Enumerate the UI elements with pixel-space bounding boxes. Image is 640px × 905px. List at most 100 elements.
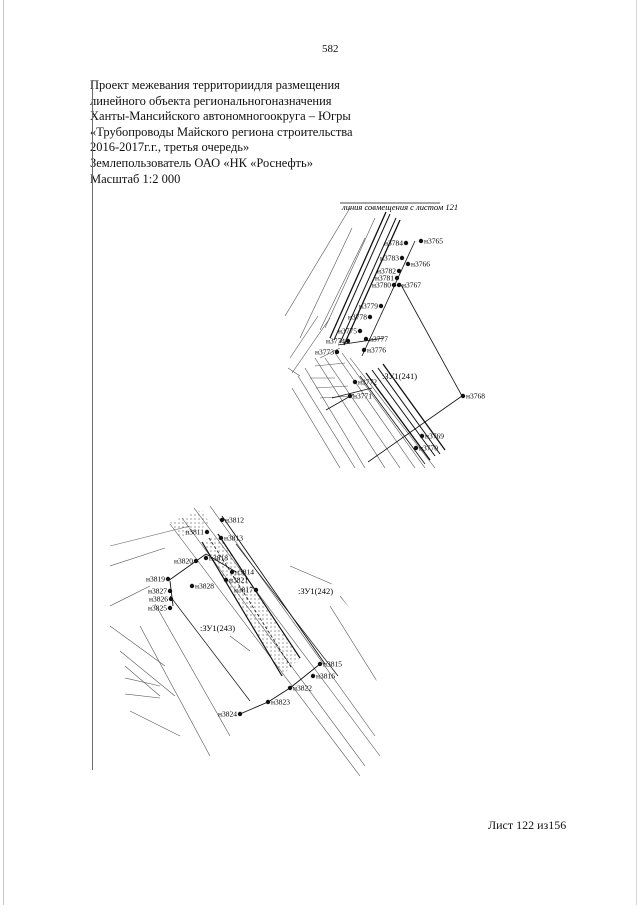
boundary-point-label: н3783 — [380, 254, 399, 263]
header-line: линейного объекта региональногоназначени… — [90, 93, 332, 108]
boundary-point-label: н3765 — [424, 237, 443, 246]
boundary-point-label: н3822 — [293, 684, 312, 693]
page-number: 582 — [322, 43, 339, 55]
top-point-markers: н3765н3766н3767н3768н3769н3770н3771н3772… — [315, 237, 485, 453]
top-background-lines — [280, 207, 436, 468]
boundary-point-marker — [317, 661, 323, 667]
boundary-point-label: н3784 — [384, 239, 403, 248]
header-line: Ханты-Мансийского автономногоокруга – Юг… — [90, 109, 351, 124]
boundary-point-label: н3772 — [358, 378, 377, 387]
boundary-point-marker — [378, 303, 384, 309]
boundary-point-label: н3776 — [367, 346, 386, 355]
boundary-point-marker — [361, 347, 367, 353]
boundary-point-label: н3817 — [234, 586, 253, 595]
boundary-point-marker — [352, 379, 358, 385]
boundary-point-label: н3820 — [174, 557, 193, 566]
boundary-point-marker — [391, 282, 397, 288]
boundary-point-label: н3818 — [209, 554, 228, 563]
top-corridor — [325, 211, 463, 465]
boundary-point-marker — [334, 349, 340, 355]
bottom-background-lines — [110, 505, 390, 776]
boundary-point-label: н3813 — [224, 534, 243, 543]
boundary-point-label: н3782 — [377, 267, 396, 276]
boundary-point-marker — [167, 605, 173, 611]
boundary-point-label: н3770 — [419, 444, 438, 453]
boundary-point-marker — [223, 577, 229, 583]
boundary-point-label: н3824 — [218, 710, 237, 719]
boundary-point-label: н3780 — [372, 281, 391, 290]
header-line: 2016-2017г.г., третья очередь» — [90, 140, 250, 155]
boundary-point-marker — [219, 517, 225, 523]
boundary-point-marker — [357, 328, 363, 334]
document-header: Проект межевания территориидля размещени… — [90, 78, 410, 187]
boundary-point-marker — [310, 673, 316, 679]
boundary-point-marker — [167, 588, 173, 594]
dotted-right-of-way — [202, 534, 300, 676]
boundary-point-marker — [399, 255, 405, 261]
sheet-number: Лист 122 из156 — [488, 818, 567, 832]
dotted-patch — [170, 510, 210, 538]
boundary-point-label: н3778 — [348, 313, 367, 322]
parcel-label-241: :ЗУ1(241) — [382, 371, 417, 381]
boundary-point-marker — [237, 711, 243, 717]
boundary-point-marker — [418, 238, 424, 244]
boundary-point-label: н3773 — [315, 348, 334, 357]
boundary-point-marker — [345, 338, 351, 344]
header-line: Землепользователь ОАО «НК «Роснефть» — [90, 155, 313, 170]
boundary-point-label: н3779 — [359, 302, 378, 311]
boundary-point-marker — [405, 261, 411, 267]
boundary-point-label: н3821 — [229, 576, 248, 585]
boundary-point-marker — [218, 535, 224, 541]
boundary-point-label: н3769 — [425, 432, 444, 441]
boundary-point-label: н3766 — [411, 260, 430, 269]
boundary-point-marker — [403, 240, 409, 246]
boundary-point-marker — [204, 529, 210, 535]
boundary-point-marker — [347, 393, 353, 399]
boundary-point-marker — [168, 596, 174, 602]
boundary-point-marker — [367, 314, 373, 320]
scan-edge-left — [3, 0, 4, 905]
boundary-point-marker — [193, 558, 199, 564]
boundary-point-label: н3781 — [375, 274, 394, 283]
boundary-point-label: н3816 — [316, 672, 335, 681]
scan-edge-right — [636, 0, 637, 905]
boundary-point-label: н3823 — [271, 698, 290, 707]
boundary-point-marker — [396, 282, 402, 288]
boundary-point-marker — [189, 583, 195, 589]
boundary-point-marker — [413, 445, 419, 451]
boundary-point-marker — [265, 699, 271, 705]
map-bottom: :ЗУ1(242) :ЗУ1(243) н3812 н3813 н3814 н3815… — [110, 505, 390, 776]
header-line: «Трубопроводы Майского региона строитель… — [90, 124, 353, 139]
boundary-point-marker — [394, 275, 400, 281]
boundary-point-label: н3828 — [195, 582, 214, 591]
boundary-point-marker — [419, 433, 425, 439]
boundary-point-marker — [363, 336, 369, 342]
bottom-point-markers: н3812 н3813 н3814 н3815 н3816 н3817 н3818 н3819… — [146, 516, 342, 719]
map-top: линия совмещения с листом 121 :ЗУ1(241) … — [280, 202, 485, 468]
boundary-point-marker — [165, 576, 171, 582]
boundary-point-label: н3767 — [402, 281, 421, 290]
boundary-point-label: н3774 — [326, 337, 345, 346]
boundary-point-label: н3825 — [148, 604, 167, 613]
boundary-point-marker — [203, 555, 209, 561]
boundary-point-marker — [460, 393, 466, 399]
header-line: Проект межевания территориидля размещени… — [90, 78, 340, 92]
parcel-label-242: :ЗУ1(242) — [298, 586, 333, 596]
boundary-point-label: н3768 — [466, 392, 485, 401]
boundary-point-label: н3775 — [338, 327, 357, 336]
boundary-point-label: н3815 — [323, 660, 342, 669]
boundary-point-label: н3827 — [148, 587, 167, 596]
frame-left-rule — [92, 80, 93, 770]
boundary-point-label: н3814 — [235, 568, 254, 577]
boundary-point-label: н3812 — [225, 516, 244, 525]
boundary-point-marker — [287, 685, 293, 691]
match-line-label: линия совмещения с листом 121 — [341, 202, 458, 212]
boundary-point-marker — [396, 268, 402, 274]
boundary-point-label: н3819 — [146, 575, 165, 584]
boundary-point-label: н3777 — [369, 335, 388, 344]
header-line: Масштаб 1:2 000 — [90, 171, 181, 186]
parcel-label-243: :ЗУ1(243) — [200, 623, 235, 633]
boundary-point-label: н3826 — [149, 595, 168, 604]
boundary-point-marker — [229, 569, 235, 575]
bottom-corridor — [167, 515, 339, 715]
